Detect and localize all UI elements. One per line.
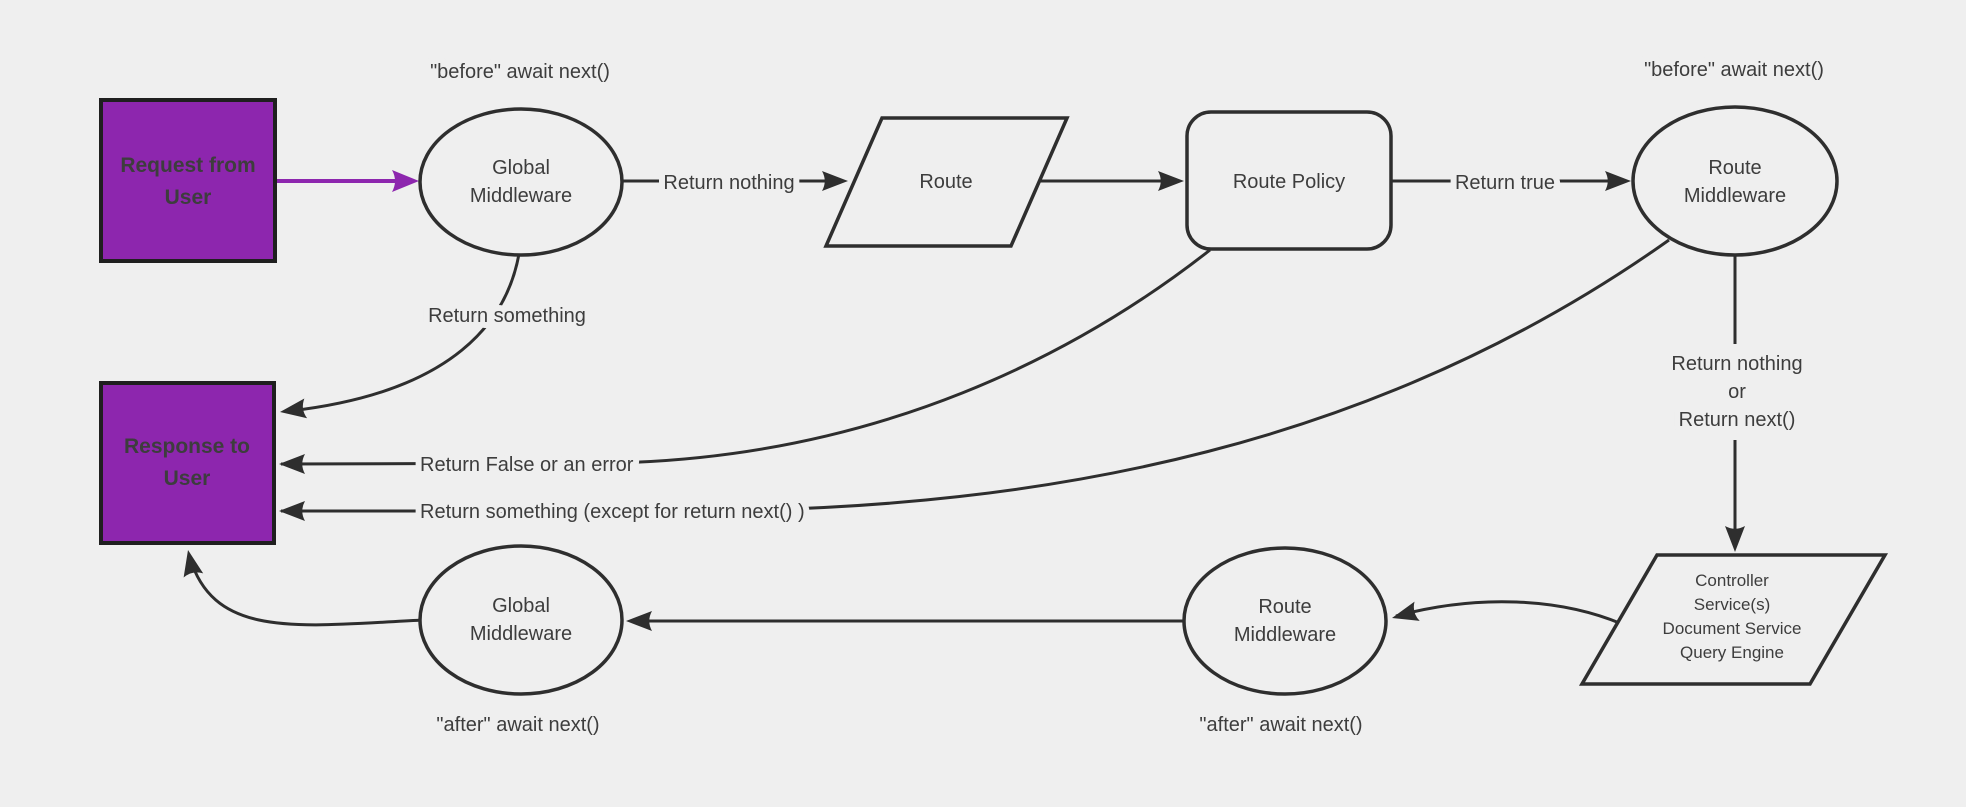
before-await-next-right-label: "before" await next() bbox=[1644, 59, 1824, 81]
global-mw-top-label-line1: Global bbox=[492, 157, 550, 179]
edge-route-policy-to-response bbox=[280, 248, 1211, 466]
return-true-label: Return true bbox=[1455, 172, 1555, 194]
response-box-label-line2: User bbox=[164, 467, 211, 490]
return-nothing-label: Return nothing bbox=[663, 172, 794, 194]
controller-label-line3: Document Service bbox=[1663, 619, 1802, 638]
after-await-next-right-label: "after" await next() bbox=[1199, 714, 1362, 736]
request-box-label-line1: Request from bbox=[120, 154, 255, 177]
return-nothing-or-label-line1: Return nothing bbox=[1671, 353, 1802, 375]
route-mw-top-label-line1: Route bbox=[1708, 157, 1761, 179]
controller-label-line4: Query Engine bbox=[1680, 643, 1784, 662]
request-arrowhead bbox=[392, 170, 419, 192]
arrowhead-into-route bbox=[822, 171, 848, 191]
edge-global-mw-top-to-response bbox=[289, 253, 521, 413]
arrowhead-into-route-mw-top bbox=[1605, 171, 1631, 191]
edges bbox=[188, 179, 1737, 627]
route-policy-label: Route Policy bbox=[1233, 171, 1345, 193]
request-from-user-box bbox=[99, 98, 277, 263]
route-mw-bottom-label-line1: Route bbox=[1258, 596, 1311, 618]
route-policy-rect bbox=[1185, 110, 1393, 251]
route-mw-bottom-label-line2: Middleware bbox=[1234, 624, 1336, 646]
route-parallelogram bbox=[823, 116, 1070, 248]
request-arrow bbox=[277, 170, 419, 192]
route-label: Route bbox=[919, 171, 972, 193]
after-await-next-left-label: "after" await next() bbox=[436, 714, 599, 736]
controller-parallelogram bbox=[1578, 553, 1889, 686]
arrowhead-into-response-bottom bbox=[183, 550, 204, 578]
return-something-label: Return something bbox=[428, 305, 586, 327]
arrowhead-into-route-mw-bottom bbox=[1392, 601, 1420, 621]
arrowhead-into-global-mw-bottom bbox=[626, 611, 652, 631]
route-middleware-bottom-ellipse bbox=[1182, 546, 1388, 696]
route-mw-top-label-line2: Middleware bbox=[1684, 185, 1786, 207]
arrowhead-into-route-policy bbox=[1158, 171, 1184, 191]
edge-global-mw-bottom-to-response bbox=[188, 557, 425, 627]
box-labels: Request from User Response to User bbox=[120, 154, 255, 490]
node-labels: Global Middleware Route Route Policy Rou… bbox=[470, 157, 1802, 662]
return-false-or-error-label: Return False or an error bbox=[420, 454, 634, 476]
controller-label-line1: Controller bbox=[1695, 571, 1769, 590]
purple-boxes bbox=[99, 98, 277, 545]
request-box-label-line2: User bbox=[165, 186, 212, 209]
arrowhead-into-response-top bbox=[280, 398, 308, 419]
return-nothing-or-label-line3: Return next() bbox=[1679, 409, 1796, 431]
controller-label-line2: Service(s) bbox=[1694, 595, 1771, 614]
edge-controller-to-route-mw-bottom bbox=[1395, 600, 1623, 626]
edge-route-mw-top-to-response bbox=[281, 238, 1670, 513]
arrowhead-into-response-lower bbox=[279, 501, 305, 521]
response-to-user-box bbox=[99, 381, 276, 545]
global-middleware-bottom-ellipse bbox=[418, 544, 624, 696]
return-something-except-label: Return something (except for return next… bbox=[420, 501, 805, 523]
shapes bbox=[418, 105, 1889, 696]
global-mw-top-label-line2: Middleware bbox=[470, 185, 572, 207]
return-nothing-or-label-line2: or bbox=[1728, 381, 1746, 403]
global-mw-bottom-label-line2: Middleware bbox=[470, 623, 572, 645]
before-await-next-left-label: "before" await next() bbox=[430, 61, 610, 83]
arrowhead-into-response-middle bbox=[279, 454, 305, 474]
global-middleware-top-ellipse bbox=[418, 107, 624, 257]
global-mw-bottom-label-line1: Global bbox=[492, 595, 550, 617]
arrowhead-into-controller bbox=[1725, 526, 1745, 552]
arrowheads bbox=[183, 171, 1745, 631]
response-box-label-line1: Response to bbox=[124, 435, 250, 458]
route-middleware-top-ellipse bbox=[1631, 105, 1839, 257]
